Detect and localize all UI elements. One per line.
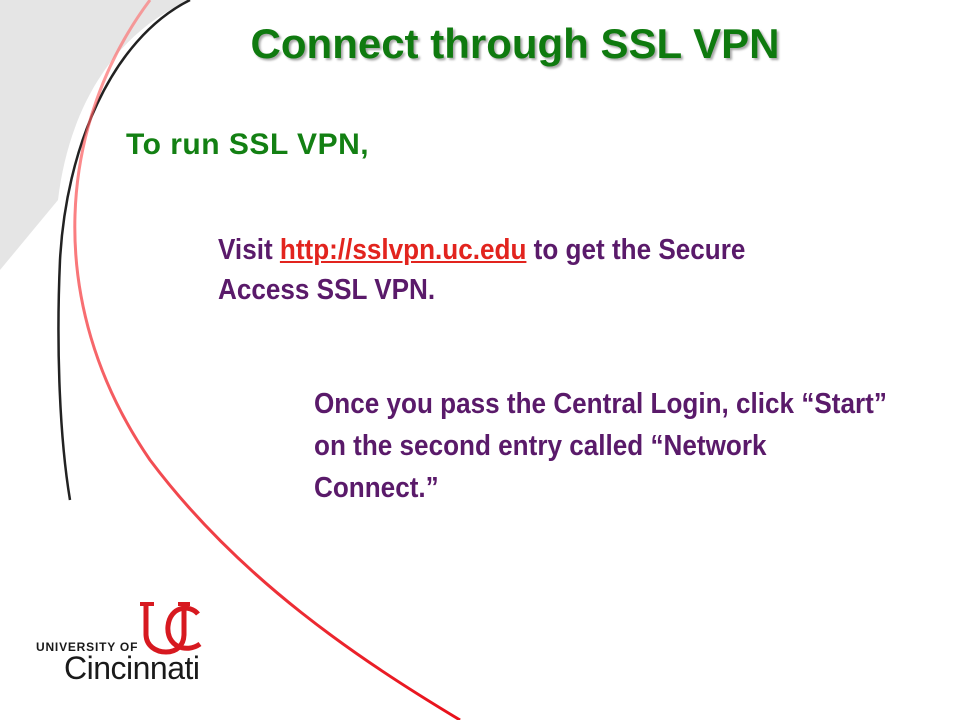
sslvpn-link[interactable]: http://sslvpn.uc.edu bbox=[279, 234, 527, 266]
swoosh-gray-band bbox=[0, 0, 190, 270]
university-logo: UNIVERSITY OF Cincinnati bbox=[36, 600, 226, 690]
logo-university-of: UNIVERSITY OF bbox=[36, 640, 139, 654]
logo-cincinnati: Cincinnati bbox=[64, 650, 200, 686]
step-start: Once you pass the Central Login, click “… bbox=[314, 388, 887, 504]
step-visit-before: Visit bbox=[218, 234, 280, 266]
step-visit-after: to get the Secure Access SSL VPN. bbox=[218, 234, 746, 306]
step-visit: Visit http://sslvpn.uc.edu to get the Se… bbox=[218, 230, 830, 310]
page-title: Connect through SSL VPN bbox=[250, 20, 780, 67]
intro-text: To run SSL VPN, bbox=[126, 128, 370, 161]
uc-monogram-icon bbox=[140, 602, 202, 655]
swoosh-red-curve bbox=[73, 0, 461, 720]
swoosh-black-curve bbox=[57, 0, 191, 501]
